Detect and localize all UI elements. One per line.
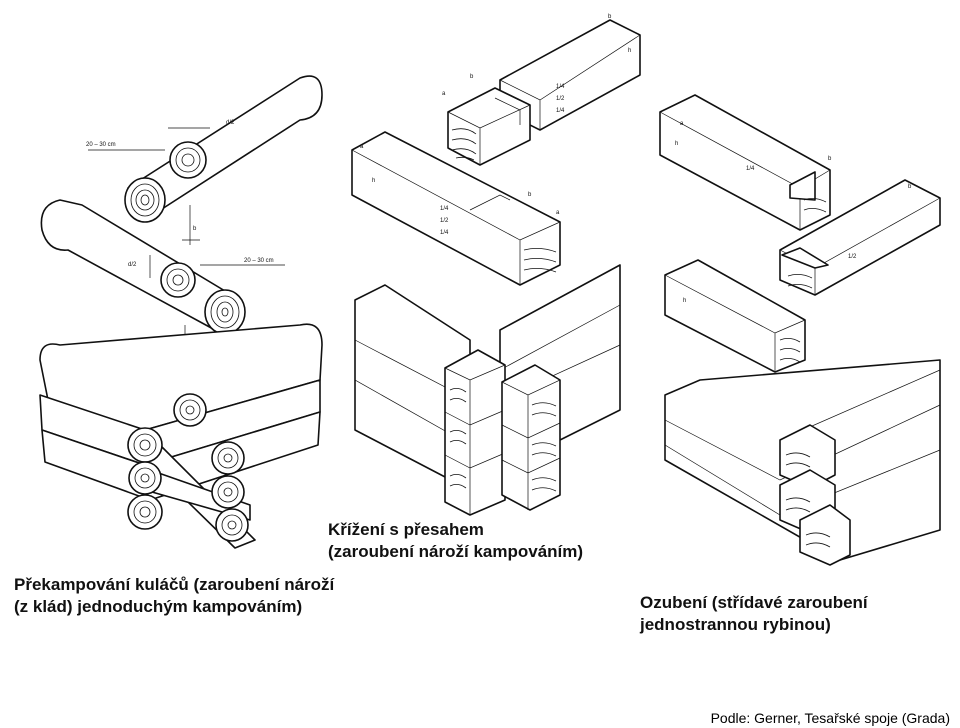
source-credit: Podle: Gerner, Tesařské spoje (Grada) [710,710,950,726]
dovetail-stack [664,359,941,566]
dim-half-d-2: d/2 [128,262,137,268]
dim-b-1: b [193,226,197,232]
top-beam [447,19,641,166]
dim-b-3: b [608,14,612,20]
dim-quarter-2: 1/4 [556,108,565,114]
dim-quarter-1: 1/4 [556,84,565,90]
dim-h-1: h [628,48,631,54]
dim-b-4: b [528,192,532,198]
dim-a-3: a [556,210,560,216]
dim-half-2: 1/2 [440,218,449,224]
caption-middle-line1: Křížení s přesahem [328,520,484,539]
caption-left-line2: (z klád) jednoduchým kampováním) [14,597,302,616]
caption-right-line2: jednostrannou rybinou) [639,615,831,634]
upper-log [124,75,323,223]
dovetail-group: a h b 1/4 b 1/2 h Ozubení (střídavé zaro… [639,94,941,634]
cross-lap-group: a b b h 1/4 1/2 1/4 a h b a 1/4 1/2 1/4 [328,14,641,561]
dim-h-2: h [372,178,375,184]
beam-stack [354,264,621,516]
dim-overhang-1: 20 – 30 cm [86,142,116,148]
dim-half-1: 1/2 [556,96,565,102]
dim-b-2: b [470,74,474,80]
dim-b-5: b [828,156,832,162]
dim-b-6: b [908,184,912,190]
lower-log [40,199,246,335]
caption-left-line1: Překampování kuláčů (zaroubení nároží [14,575,336,594]
dovetail-beam-1 [659,94,831,231]
dim-half-3: 1/2 [848,254,857,260]
dim-quarter-5: 1/4 [746,166,755,172]
dim-a-2: a [360,144,364,150]
log-joint-group: 20 – 30 cm d/2 b 20 – 30 cm d/2 d [14,75,336,616]
caption-middle-line2: (zaroubení nároží kampováním) [328,542,583,561]
dim-half-d-1: d/2 [226,120,235,126]
dim-quarter-3: 1/4 [440,206,449,212]
log-stack [39,323,323,549]
dim-overhang-2: 20 – 30 cm [244,258,274,264]
dim-a-4: a [680,121,684,127]
dim-h-3: h [675,141,678,147]
dovetail-beam-2 [779,179,941,296]
dim-quarter-4: 1/4 [440,230,449,236]
caption-right-line1: Ozubení (střídavé zaroubení [640,593,869,612]
dim-a-1: a [442,91,446,97]
dovetail-beam-3 [664,259,806,373]
dim-h-4: h [683,298,686,304]
second-beam [351,131,561,286]
